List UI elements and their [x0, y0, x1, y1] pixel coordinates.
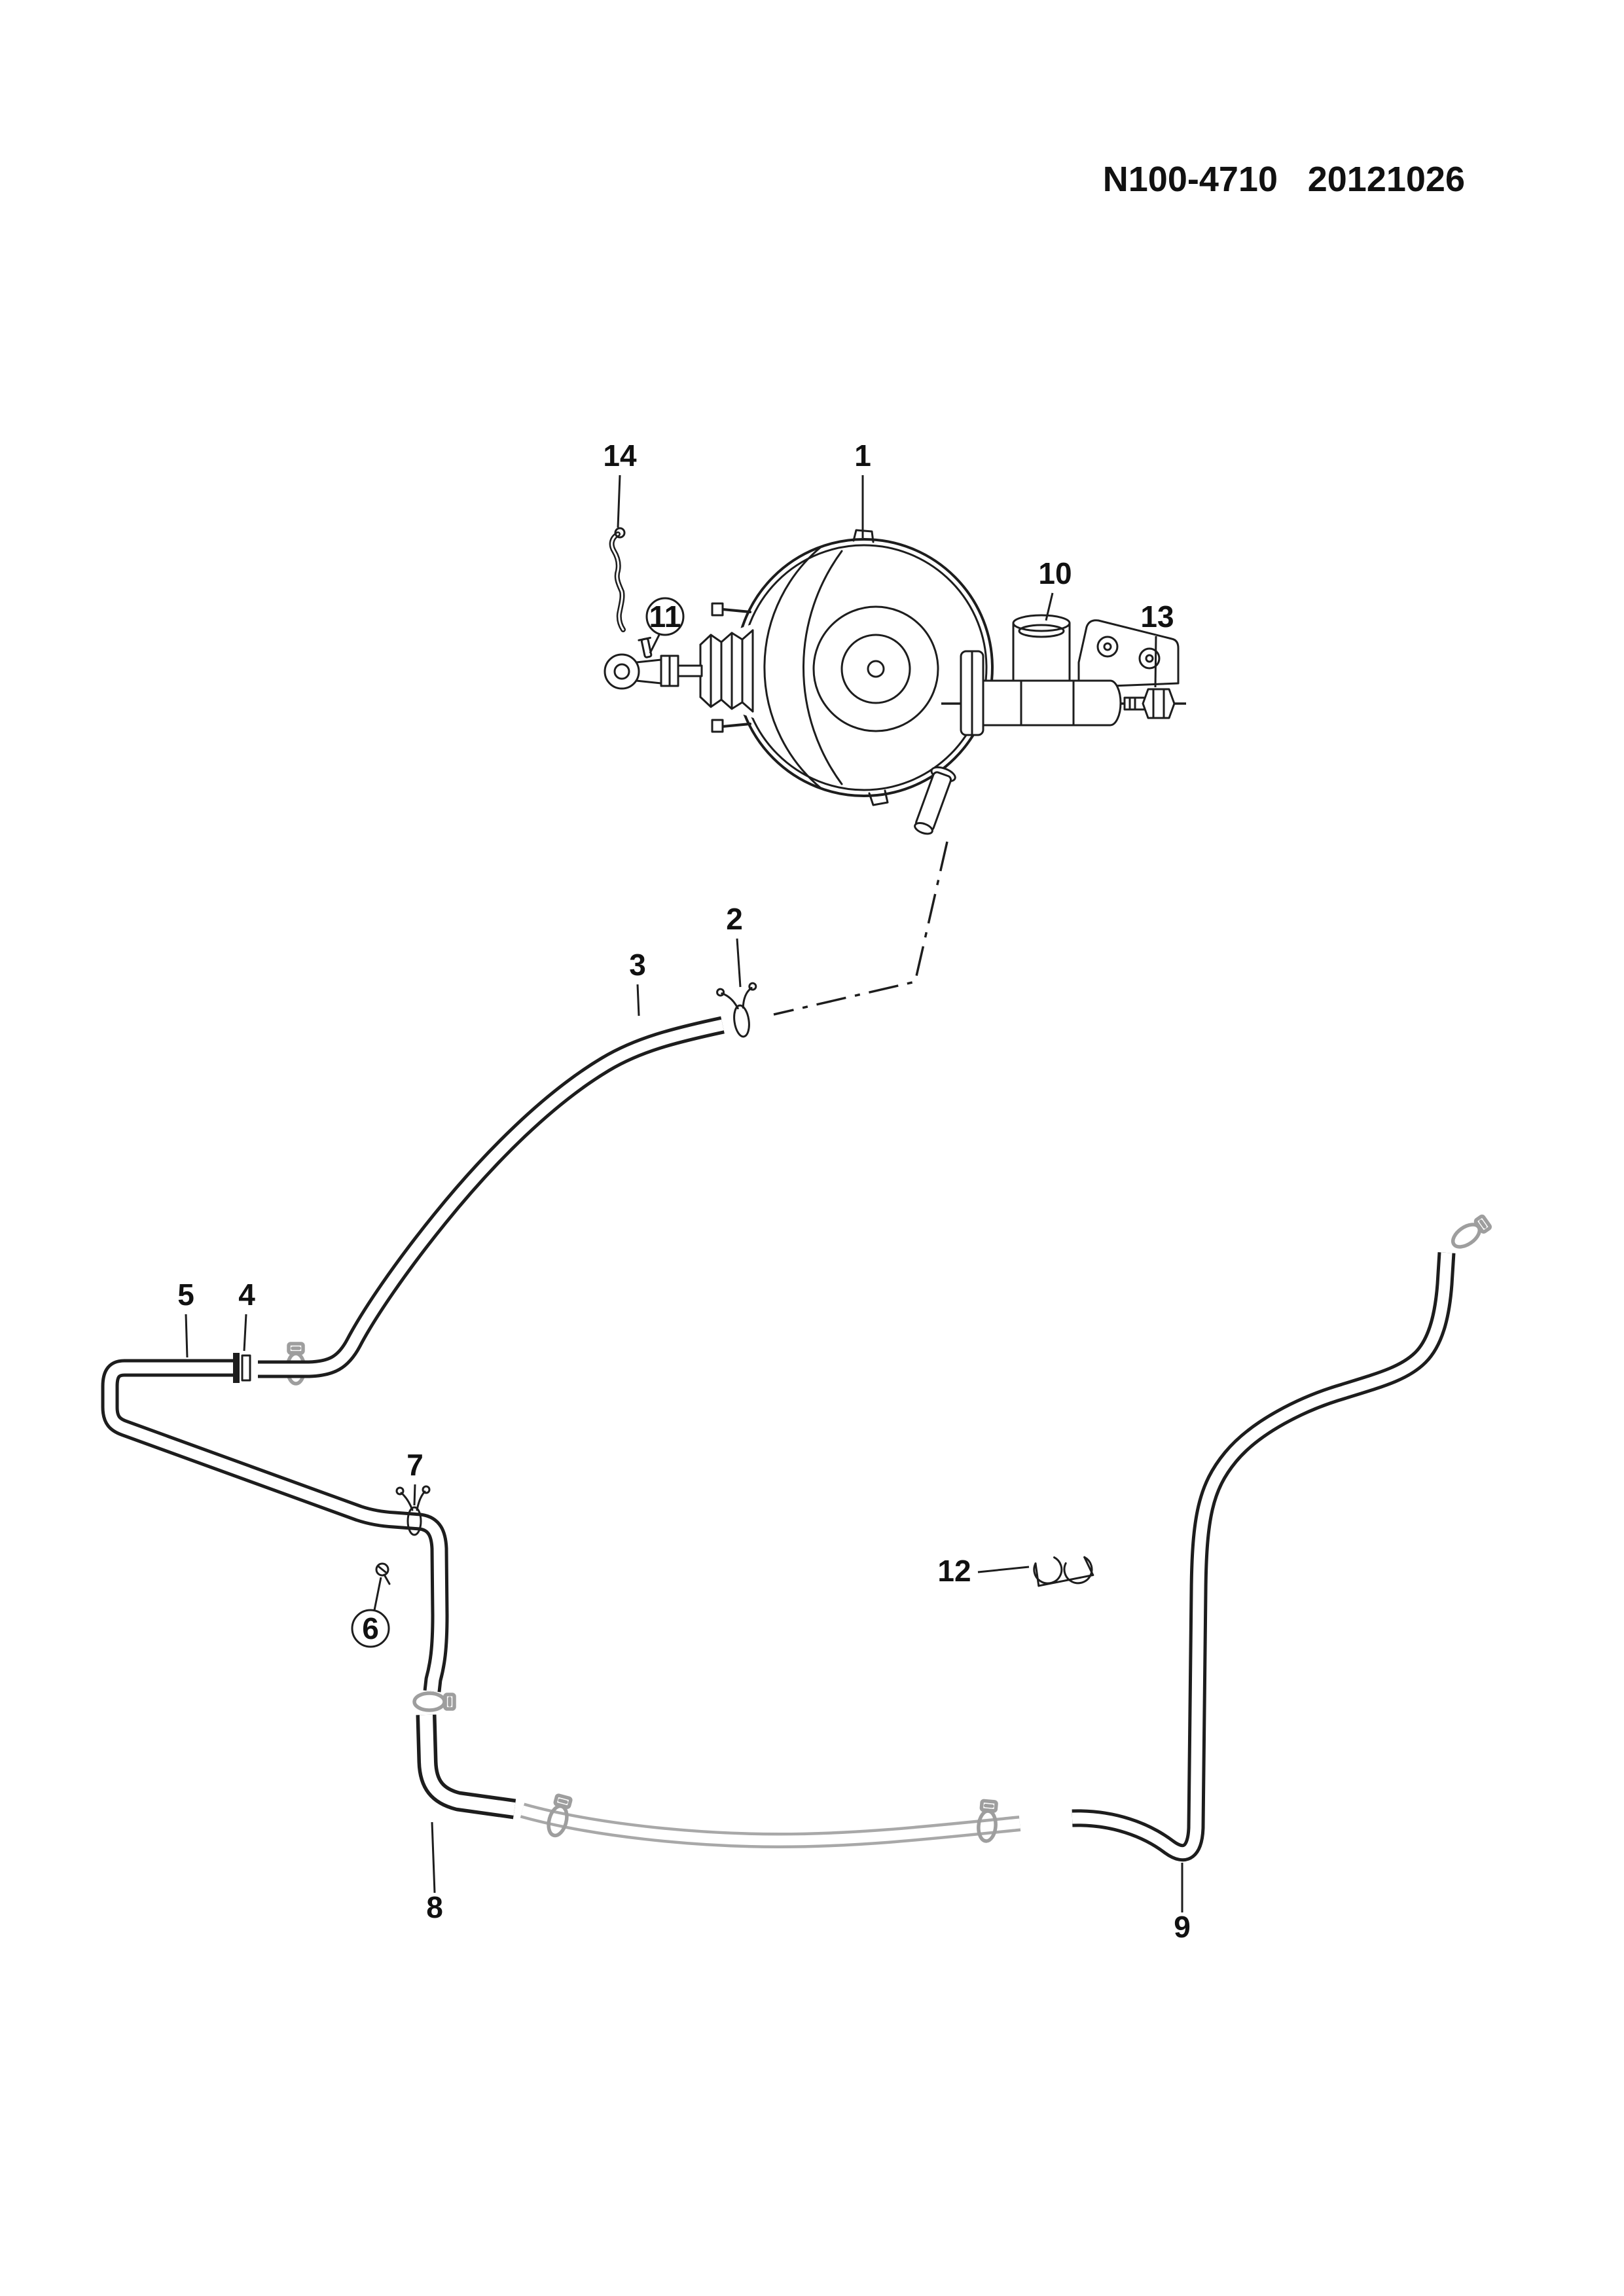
callout-10: 10: [1038, 556, 1072, 590]
leader-line: [636, 984, 640, 1016]
leader-line: [649, 633, 661, 654]
hose-clamp-icon: [414, 1693, 454, 1710]
brake-booster: [711, 529, 994, 835]
leader-line: [185, 1314, 189, 1358]
cylinder-body: [978, 679, 1122, 726]
callout-9: 9: [1174, 1910, 1191, 1944]
boot-bottom-edge: [699, 696, 754, 713]
callout-11: 11: [649, 600, 681, 634]
bolt-hex-head: [1142, 688, 1176, 719]
shell-tab: [868, 789, 889, 806]
callout-7: 7: [406, 1448, 424, 1482]
callout-8: 8: [426, 1890, 443, 1924]
leader-line: [431, 1821, 436, 1893]
pushrod-assembly: [604, 623, 755, 719]
leader-line: [413, 1484, 416, 1506]
document-header: N100-4710 20121026: [1103, 160, 1465, 199]
hose-clamp-icon: [1449, 1215, 1492, 1251]
callout-3: 3: [629, 948, 646, 982]
spring-clamp: [395, 1485, 431, 1536]
leader-line: [373, 1577, 382, 1611]
reference-hose-ghost: [520, 1803, 1021, 1848]
document-date: 20121026: [1308, 160, 1465, 199]
callout-12: 12: [937, 1554, 971, 1588]
callout-13: 13: [1140, 600, 1174, 634]
elbow-hose: [416, 1714, 516, 1820]
cotter-pin: [609, 527, 626, 632]
assembly-centerline: [773, 841, 948, 1016]
fluid-reservoir: [1012, 614, 1071, 683]
leader-line: [1154, 636, 1157, 688]
screw: [375, 1562, 391, 1585]
booster-studs: [711, 602, 751, 733]
callout-circle: [645, 597, 685, 636]
leader-line: [617, 475, 621, 528]
shell-tab: [852, 529, 875, 543]
clevis-body: [635, 658, 662, 685]
callout-circle: [351, 1609, 390, 1648]
clevis-eye: [604, 653, 640, 690]
document-code: N100-4710: [1103, 160, 1278, 199]
callout-4: 4: [238, 1278, 255, 1312]
spring-clamp: [716, 982, 757, 1038]
callout-5: 5: [177, 1278, 194, 1312]
pushrod: [677, 664, 703, 677]
vacuum-hose-right: [1072, 1252, 1456, 1862]
callout-1: 1: [854, 439, 871, 473]
clevis-pin: [638, 636, 653, 658]
callout-6: 6: [362, 1611, 379, 1645]
leader-line: [977, 1566, 1030, 1573]
bolt: [1123, 688, 1176, 719]
master-cylinder: [941, 614, 1187, 736]
pipe-clip: [1033, 1556, 1094, 1587]
leader-line: [243, 1314, 247, 1352]
boot-top-edge: [699, 629, 754, 646]
leader-line: [1045, 592, 1054, 621]
mounting-bracket: [1077, 619, 1180, 689]
leader-line: [736, 938, 742, 988]
booster-check-valve: [914, 766, 956, 835]
hose-connector: [233, 1353, 251, 1383]
vacuum-hose-upper: [258, 1016, 725, 1378]
callout-14: 14: [603, 439, 637, 473]
vacuum-hose-lower: [101, 1359, 449, 1693]
callout-2: 2: [726, 902, 743, 936]
callouts: 1 14 10 13 11 2 3 5 4 7 6 8: [177, 439, 1191, 1944]
